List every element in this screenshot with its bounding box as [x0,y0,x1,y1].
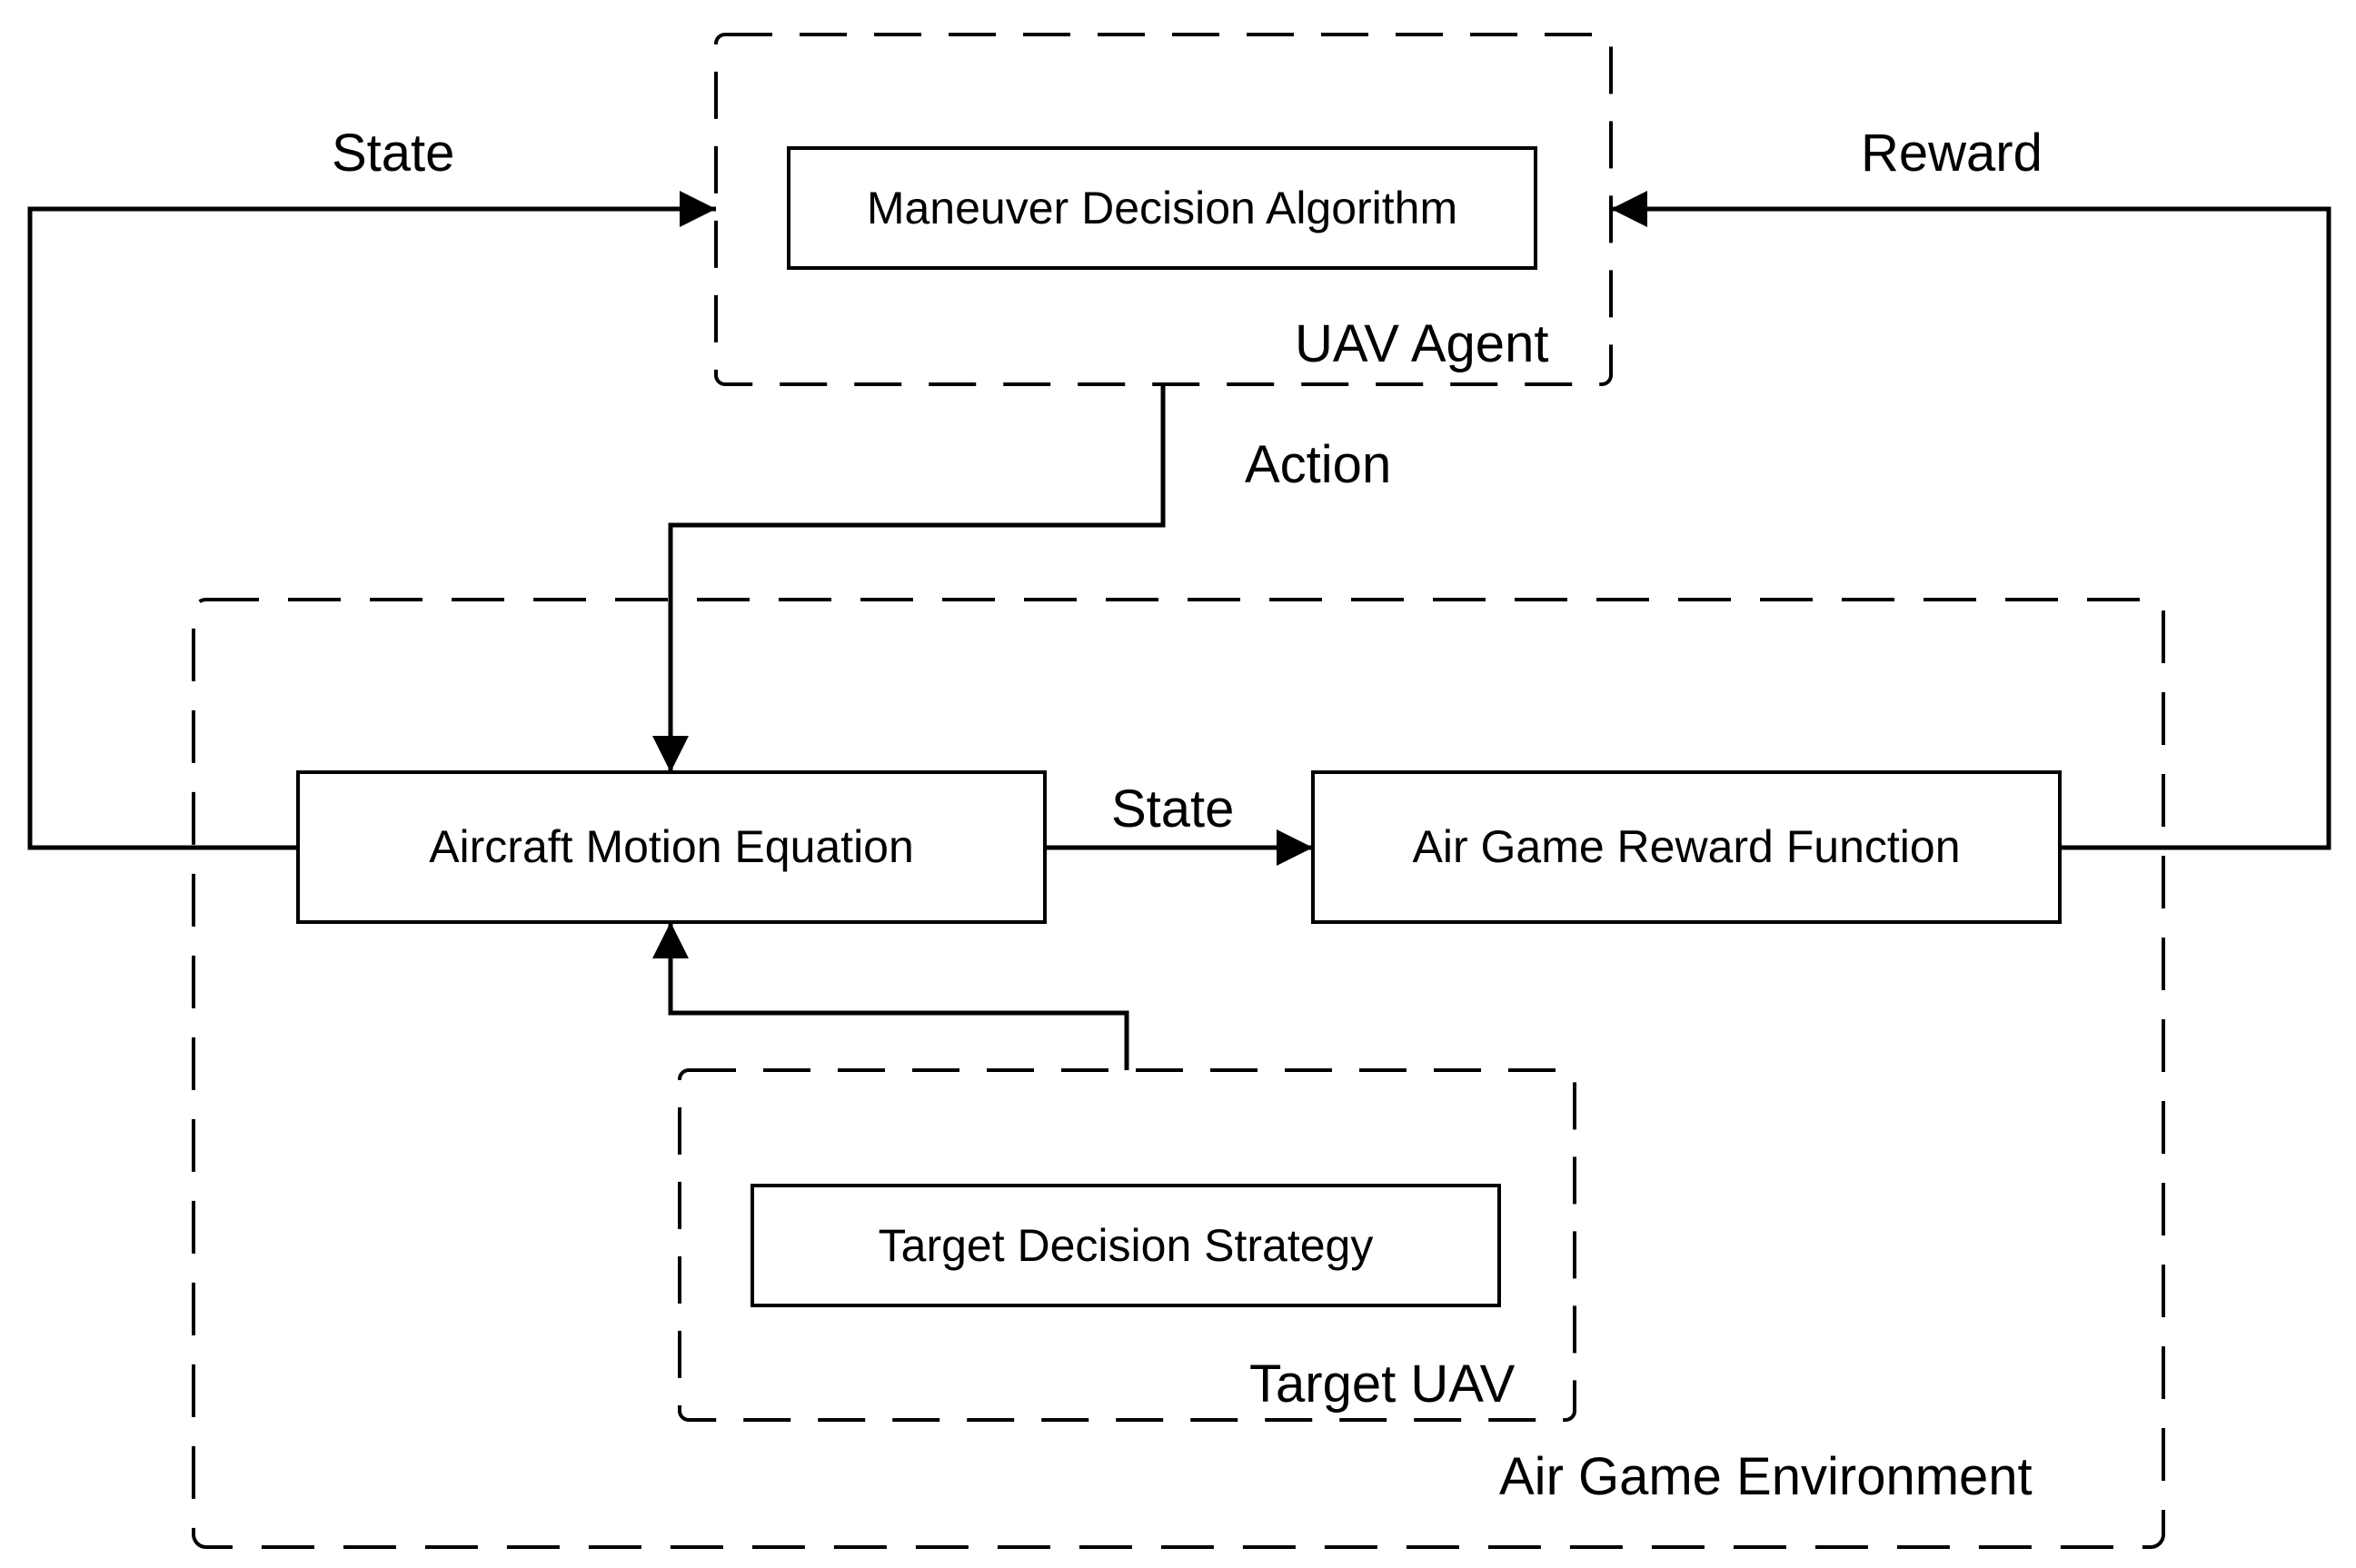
maneuver-decision-label: Maneuver Decision Algorithm [866,183,1458,233]
reward-feedback-arrow [1611,191,2331,850]
target-decision-box [751,1184,1501,1307]
air-game-environment-container [192,598,2165,1549]
target-to-motion-arrow [652,922,1129,1070]
air-game-environment-label: Air Game Environment [1499,1447,2033,1506]
state-feedback-label: State [332,124,455,183]
state-feedback-arrow [27,191,716,850]
action-label: Action [1245,435,1392,494]
action-arrow [652,384,1166,772]
uav-agent-label: UAV Agent [1295,314,1549,373]
aircraft-motion-label: Aircraft Motion Equation [429,821,914,872]
reward-feedback-label: Reward [1861,124,2043,183]
target-decision-label: Target Decision Strategy [878,1220,1374,1271]
target-uav-label: Target UAV [1249,1355,1516,1414]
maneuver-decision-box [787,146,1537,270]
state-internal-label: State [1111,779,1235,839]
reward-function-label: Air Game Reward Function [1412,821,1961,872]
target-uav-container [678,1068,1576,1422]
